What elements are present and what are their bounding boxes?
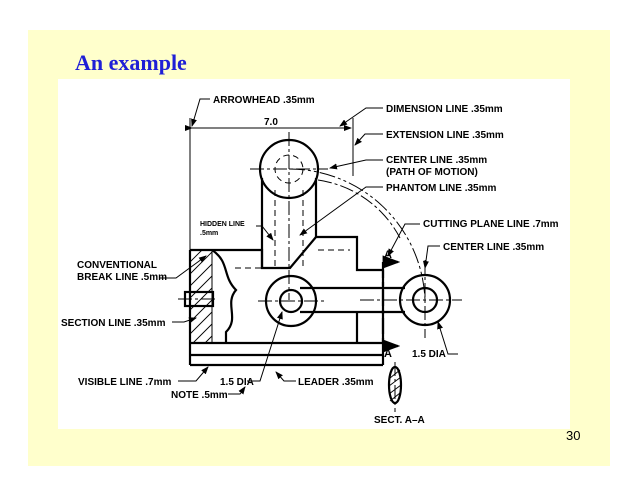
leader-note <box>228 386 246 395</box>
label-note: NOTE .5mm <box>171 390 228 401</box>
label-dia-left: 1.5 DIA <box>220 377 254 388</box>
label-dimension-value: 7.0 <box>264 117 278 128</box>
label-section-line: SECTION LINE .35mm <box>61 318 166 329</box>
leader-visible-line <box>178 366 209 382</box>
phantom-arc <box>288 168 426 301</box>
label-path-of-motion: (PATH OF MOTION) <box>386 167 478 178</box>
label-conventional-break-2: BREAK LINE .5mm <box>77 272 167 283</box>
label-dia-right: 1.5 DIA <box>412 349 446 360</box>
lower-boss-inner <box>278 288 304 314</box>
leader-dimension-line <box>339 107 383 127</box>
label-leader: LEADER .35mm <box>298 377 374 388</box>
conventional-break-line <box>211 249 238 343</box>
label-sect-aa: SECT. A–A <box>374 415 425 426</box>
page-number: 30 <box>566 428 581 443</box>
drawing-panel <box>58 79 570 429</box>
leader-dia-right <box>437 321 458 355</box>
label-cut-a-top: A <box>384 249 392 261</box>
leader-leader <box>275 371 296 382</box>
leader-phantom-line <box>299 186 383 236</box>
leader-arrowhead <box>191 98 210 127</box>
leader-break-line <box>160 255 207 279</box>
body-outline <box>190 235 383 272</box>
label-hidden-line-1: HIDDEN LINE <box>200 221 245 228</box>
leader-section-line <box>172 317 197 324</box>
label-dimension-line: DIMENSION LINE .35mm <box>386 104 503 115</box>
leader-dia-left <box>247 311 283 382</box>
label-cutting-plane-line: CUTTING PLANE LINE .7mm <box>423 219 559 230</box>
leader-extension-line <box>354 133 383 146</box>
label-visible-line: VISIBLE LINE .7mm <box>78 377 171 388</box>
leader-hidden-line <box>256 225 274 241</box>
leader-center-line-2 <box>422 245 440 269</box>
label-cut-a-bottom: A <box>384 348 392 360</box>
label-conventional-break-1: CONVENTIONAL <box>77 260 157 271</box>
slide-title: An example <box>75 50 187 75</box>
label-hidden-line-2: .5mm <box>200 230 218 237</box>
leader-center-line <box>329 159 383 170</box>
label-center-line-2: CENTER LINE .35mm <box>443 242 544 253</box>
section-region <box>189 249 213 344</box>
label-arrowhead: ARROWHEAD .35mm <box>213 95 315 106</box>
section-hatch <box>189 249 213 344</box>
label-extension-line: EXTENSION LINE .35mm <box>386 130 504 141</box>
path-of-motion-arc <box>317 179 401 239</box>
leader-cutting-plane <box>387 223 420 257</box>
label-center-line: CENTER LINE .35mm <box>386 155 487 166</box>
label-phantom-line: PHANTOM LINE .35mm <box>386 183 496 194</box>
